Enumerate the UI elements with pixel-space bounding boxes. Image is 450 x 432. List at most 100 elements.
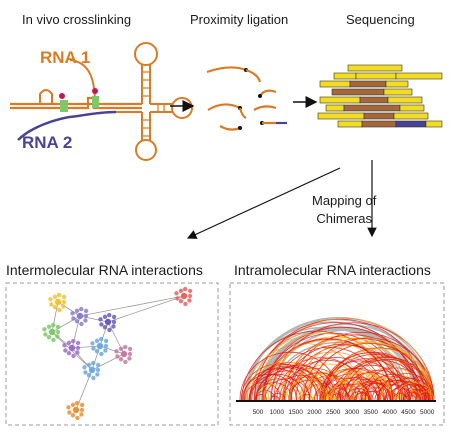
arc [347, 369, 411, 401]
axis-tick-label: 2500 [326, 409, 341, 416]
read-bar [355, 72, 397, 80]
arc [294, 337, 432, 401]
crosslink-marker-left [60, 100, 68, 112]
read-bar [333, 72, 357, 80]
read-bar [319, 80, 351, 88]
read-bar [317, 112, 365, 120]
network-hub [120, 350, 128, 358]
arc [273, 347, 385, 401]
read-bar [395, 120, 427, 128]
network-node [86, 373, 92, 378]
read-bar [325, 104, 345, 112]
network-node [66, 351, 72, 356]
arc [290, 372, 349, 401]
network-node [174, 291, 179, 296]
network-node [51, 322, 56, 328]
network-node [178, 288, 184, 293]
network-hub [48, 328, 56, 336]
network-node [66, 405, 71, 410]
arc [270, 395, 280, 401]
step-crosslinking-label: In vivo crosslinking [22, 12, 132, 27]
arc [256, 318, 435, 401]
arc [353, 392, 370, 401]
network-node [103, 348, 108, 353]
axis-tick-label: 500 [253, 409, 264, 416]
network-node [75, 400, 80, 406]
network-node [107, 312, 112, 318]
network-edge [57, 301, 81, 317]
network-node [63, 348, 68, 353]
arrow-to-inter [186, 167, 341, 239]
network-node [61, 299, 67, 305]
network-node [86, 362, 92, 367]
network-node [99, 336, 104, 342]
network-node [79, 402, 85, 408]
network-node [74, 308, 80, 313]
axis-tick-label: 4500 [401, 409, 416, 416]
network-hub [76, 312, 84, 320]
network-node [111, 324, 116, 329]
arc [290, 357, 381, 401]
network-node [55, 334, 60, 339]
arc [342, 372, 401, 401]
rna-structure [10, 42, 193, 161]
read-bar [383, 88, 413, 96]
axis-tick-label: 1500 [288, 409, 303, 416]
network-node [46, 324, 52, 329]
network-node [67, 410, 72, 415]
network-hub [54, 298, 62, 306]
interaction-network [42, 286, 193, 421]
inter-panel-box [5, 282, 219, 426]
arc [250, 373, 305, 401]
network-hub [68, 344, 76, 352]
network-node [95, 372, 100, 377]
arc [246, 361, 327, 401]
network-node [79, 407, 85, 413]
intra-panel-box [229, 282, 445, 426]
network-node [127, 351, 133, 357]
network-node [123, 344, 128, 350]
read-bar [395, 72, 443, 80]
arc [403, 391, 421, 401]
axis-tick-label: 2000 [307, 409, 322, 416]
network-node [94, 349, 100, 354]
rna1-backbone [10, 96, 142, 110]
network-node [83, 308, 89, 314]
inter-panel-title: Intermolecular RNA interactions [6, 262, 203, 278]
arc [263, 339, 391, 401]
arc [324, 387, 350, 401]
network-node [52, 305, 58, 310]
network-node [187, 288, 193, 294]
network-node [71, 353, 76, 359]
network-node [102, 325, 108, 330]
network-node [91, 360, 96, 366]
network-node [103, 338, 109, 344]
arc [355, 382, 392, 401]
network-hub [104, 318, 112, 326]
network-node [83, 313, 89, 319]
arc [303, 383, 342, 401]
arc [392, 392, 408, 401]
network-edge [99, 345, 125, 355]
arc [256, 366, 326, 401]
arc [349, 391, 370, 401]
read-bar [319, 96, 361, 104]
network-node [99, 322, 104, 327]
network-node [70, 413, 76, 418]
read-bar [349, 80, 387, 88]
network-hub [72, 406, 80, 414]
read-bar [363, 112, 395, 120]
axis-tick-label: 4000 [382, 409, 397, 416]
network-edge [51, 315, 81, 333]
network-node [75, 350, 80, 355]
read-bar [347, 64, 403, 72]
crosslink-dot-right [92, 88, 98, 94]
network-node [55, 329, 61, 335]
read-bar [385, 80, 409, 88]
network-node [42, 327, 47, 332]
network-node [75, 415, 80, 421]
network-node [91, 375, 96, 381]
read-bar [399, 104, 425, 112]
